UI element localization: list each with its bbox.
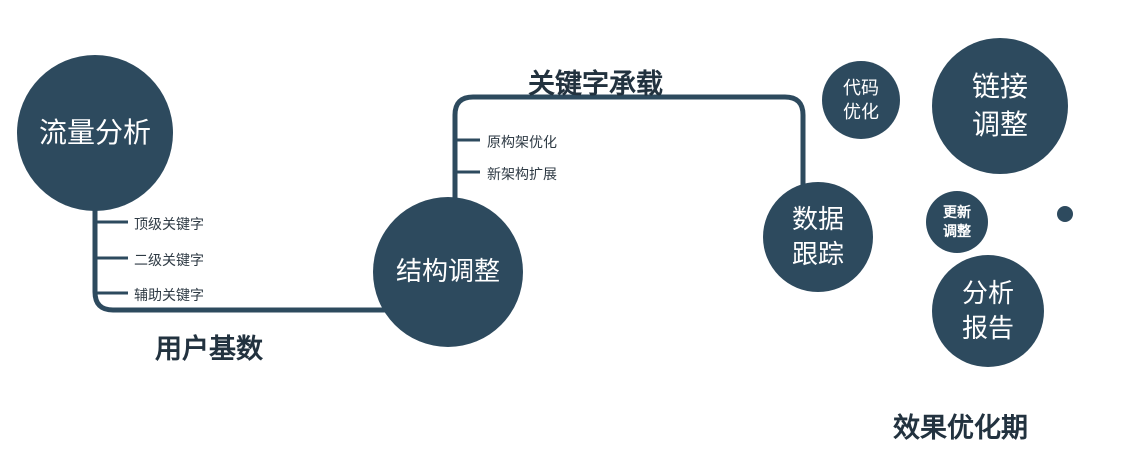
node-link-adjustment-label: 链接 调整 [971,71,1028,140]
node-structure-adjustment-label: 结构调整 [395,256,500,287]
node-link-adjustment: 链接 调整 [932,38,1068,174]
edge-label-user-base: 用户基数 [155,334,263,364]
node-code-optimization-label: 代码 优化 [843,77,879,122]
branch-label-top-keywords: 顶级关键字 [134,216,204,232]
node-analysis-report-label: 分析 报告 [961,277,1014,343]
branch-label-auxiliary-keywords: 辅助关键字 [134,287,204,303]
node-data-tracking: 数据 跟踪 [763,182,873,292]
node-traffic-analysis: 流量分析 [17,55,173,211]
node-structure-adjustment: 结构调整 [373,197,523,347]
footer-phase-label: 效果优化期 [893,413,1028,443]
edge-label-keyword-carry: 关键字承载 [528,69,663,99]
node-data-tracking-label: 数据 跟踪 [791,203,844,269]
small-dot-bullet [1057,206,1073,222]
branch-label-new-architecture: 新架构扩展 [487,166,557,182]
node-analysis-report: 分析 报告 [932,255,1044,367]
node-update-adjustment-label: 更新 调整 [943,204,971,239]
node-update-adjustment: 更新 调整 [926,191,988,253]
node-traffic-analysis-label: 流量分析 [38,117,151,149]
branch-label-secondary-keywords: 二级关键字 [134,252,204,268]
branch-label-original-architecture: 原构架优化 [487,134,557,150]
node-code-optimization: 代码 优化 [822,61,900,139]
edge-structure-to-tracking [452,94,806,210]
